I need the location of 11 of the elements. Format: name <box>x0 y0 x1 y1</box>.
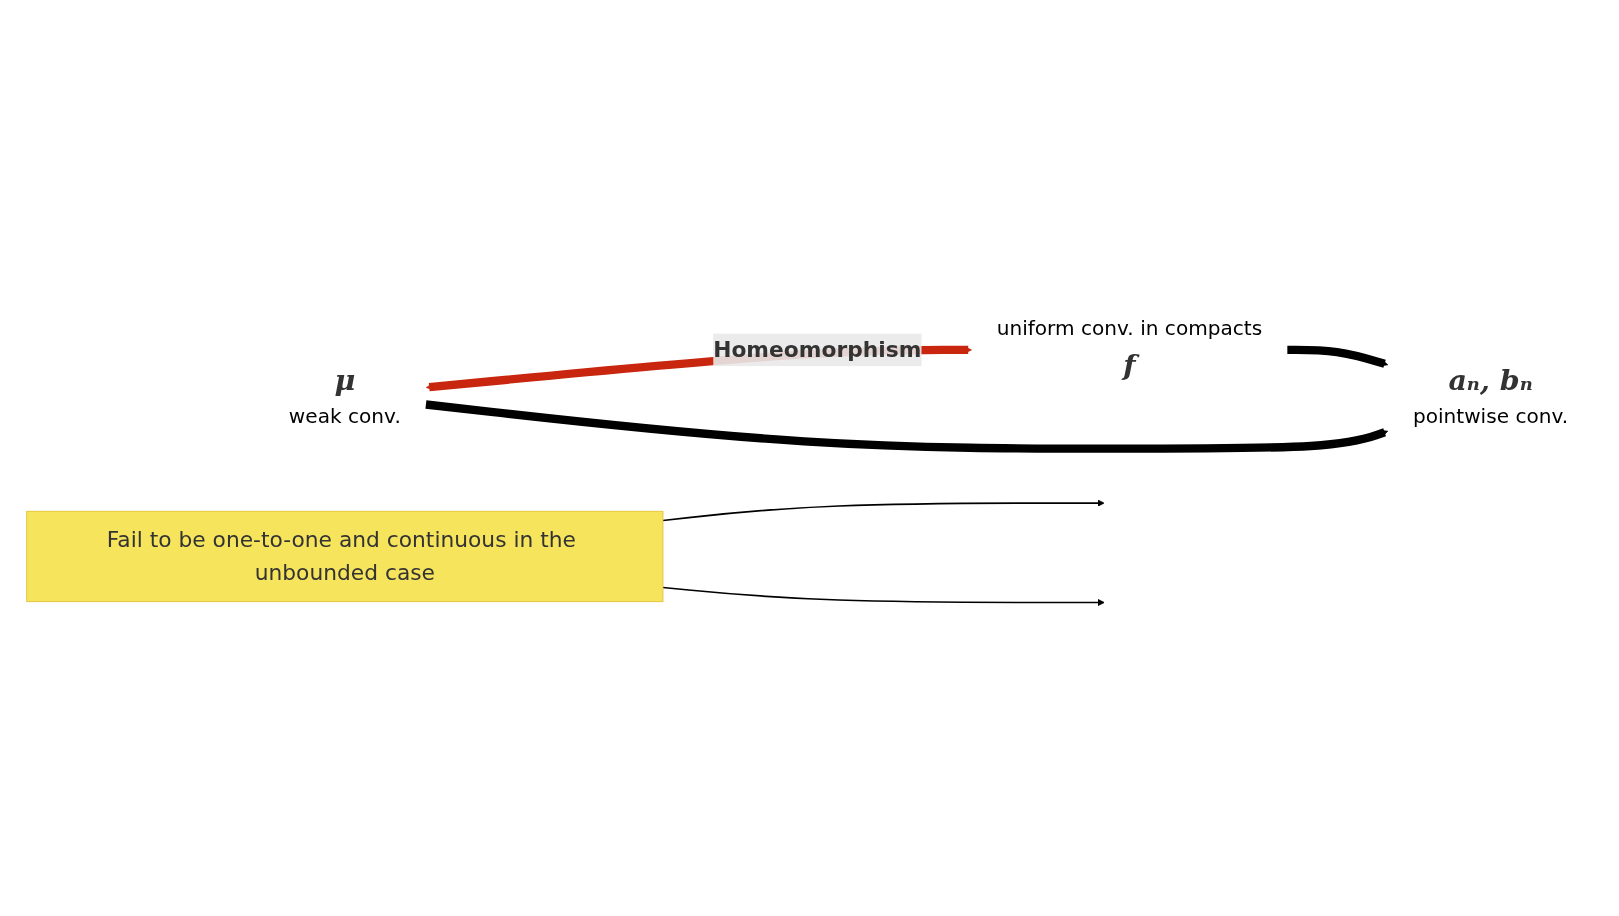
edge-label: Homeomorphism <box>712 336 921 363</box>
arrow <box>661 499 1105 522</box>
node-text: aₙ, bₙ <box>1447 363 1533 397</box>
arrow <box>1286 345 1388 368</box>
arrow <box>424 400 1388 453</box>
arrow <box>661 586 1105 607</box>
node-label: uniform conv. in compacts <box>996 316 1262 341</box>
node-label: weak conv. <box>288 404 401 429</box>
node-box: Fail to be one-to-one and continuous in the unbounded case <box>25 510 663 603</box>
node-label: pointwise conv. <box>1412 404 1568 429</box>
node-text: μ <box>333 363 355 397</box>
